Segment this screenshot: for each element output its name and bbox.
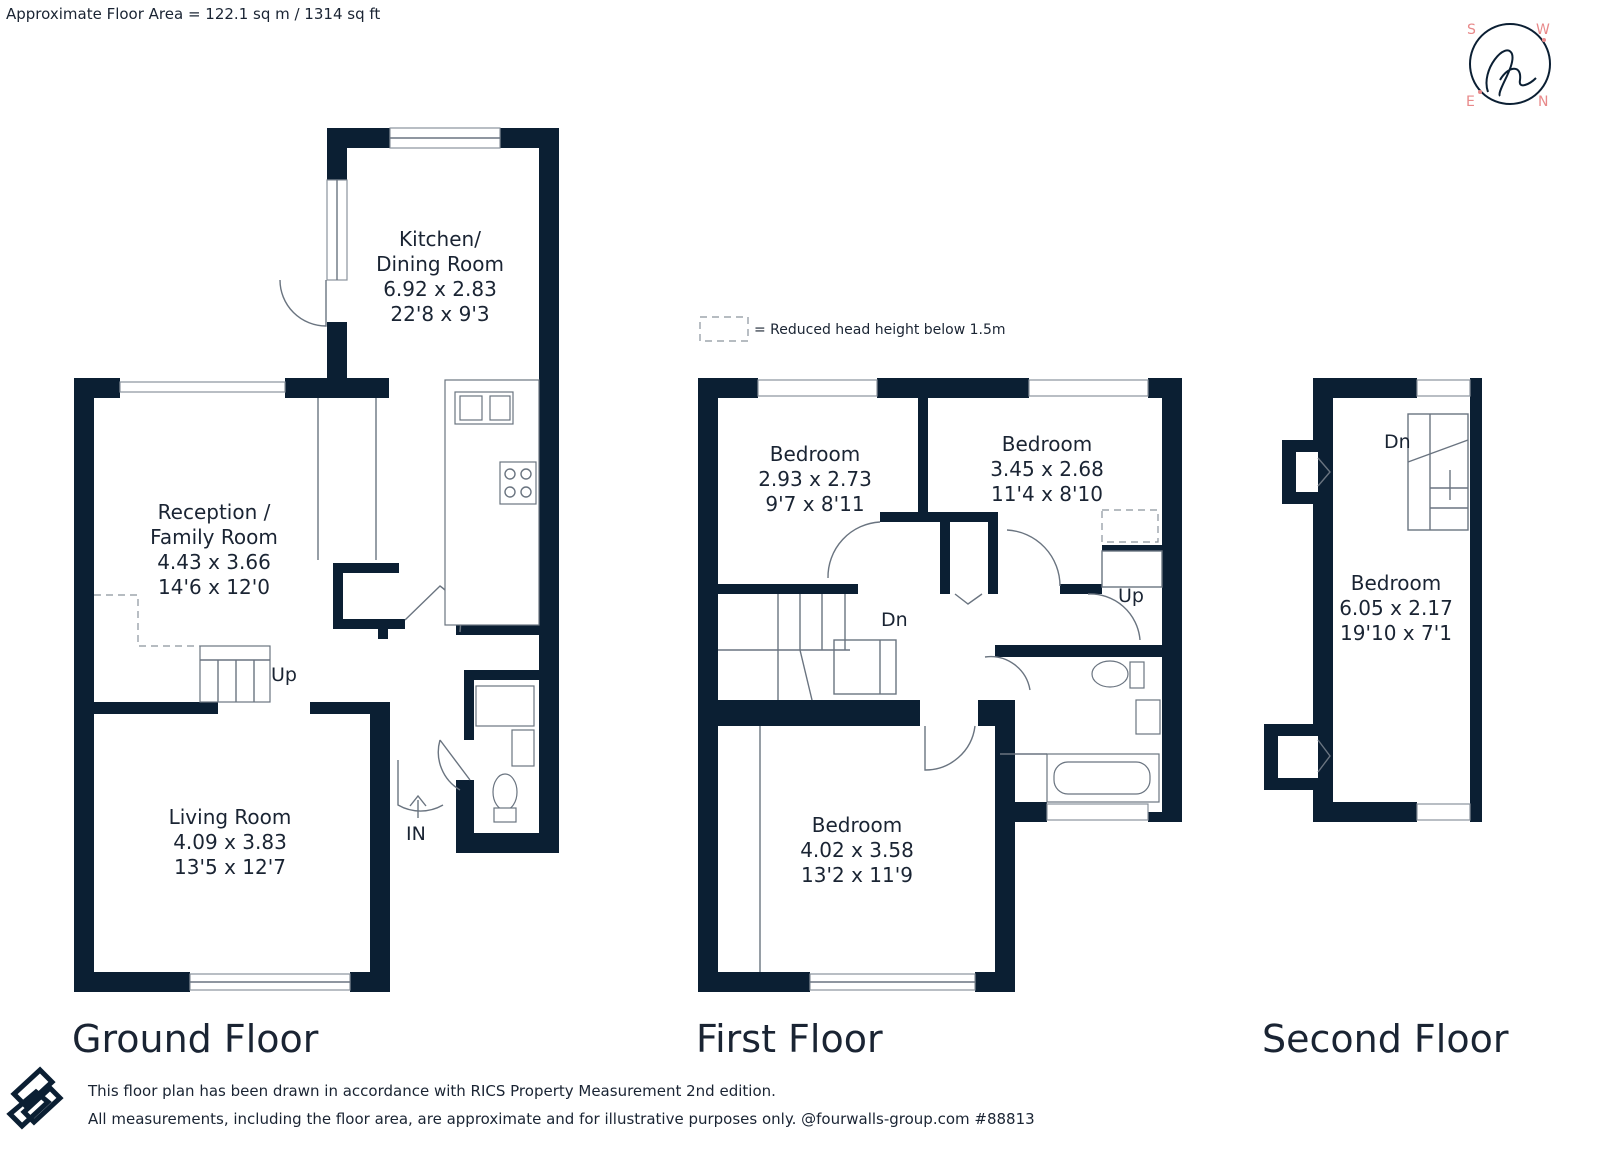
- ff-bedroom2-metric: 3.45 x 2.68: [990, 457, 1104, 481]
- reception-name-1: Reception /: [158, 500, 271, 524]
- kitchen-name-2: Dining Room: [376, 252, 504, 276]
- ff-bedroom1-imperial: 9'7 x 8'11: [765, 492, 864, 516]
- kitchen-imperial: 22'8 x 9'3: [390, 302, 489, 326]
- ff-bedroom2-name: Bedroom: [1002, 432, 1092, 456]
- reduced-height-legend: = Reduced head height below 1.5m: [754, 322, 1006, 338]
- second-floor-plan: [1264, 378, 1482, 822]
- ff-bedroom1-name: Bedroom: [770, 442, 860, 466]
- living-room-imperial: 13'5 x 12'7: [174, 855, 286, 879]
- living-room-metric: 4.09 x 3.83: [173, 830, 287, 854]
- ff-bedroom2-imperial: 11'4 x 8'10: [991, 482, 1103, 506]
- ground-floor-title: Ground Floor: [72, 1017, 319, 1061]
- ff-bedroom3-name: Bedroom: [812, 813, 902, 837]
- compass-e-label: E: [1466, 94, 1475, 110]
- approx-floor-area: Approximate Floor Area = 122.1 sq m / 13…: [6, 5, 380, 23]
- compass-w-label: W: [1536, 22, 1550, 38]
- living-room-name: Living Room: [169, 805, 292, 829]
- entrance-in-label: IN: [406, 823, 426, 845]
- reception-metric: 4.43 x 3.66: [157, 550, 271, 574]
- ground-floor-plan: [74, 127, 559, 992]
- compass-s-label: S: [1467, 22, 1476, 38]
- footer-disclaimer: All measurements, including the floor ar…: [88, 1110, 1035, 1128]
- kitchen-name-1: Kitchen/: [399, 227, 481, 251]
- reception-imperial: 14'6 x 12'0: [158, 575, 270, 599]
- first-floor-plan: [698, 378, 1182, 992]
- ff-bedroom3-metric: 4.02 x 3.58: [800, 838, 914, 862]
- fourwalls-logo-icon: [6, 1066, 64, 1130]
- first-floor-title: First Floor: [696, 1017, 883, 1061]
- ff-bedroom1-metric: 2.93 x 2.73: [758, 467, 872, 491]
- reduced-height-legend-swatch: [699, 316, 749, 342]
- reception-name-2: Family Room: [150, 525, 278, 549]
- compass-n-label: N: [1538, 94, 1548, 110]
- sf-bedroom-metric: 6.05 x 2.17: [1339, 596, 1453, 620]
- kitchen-metric: 6.92 x 2.83: [383, 277, 497, 301]
- footer-rics-note: This floor plan has been drawn in accord…: [87, 1082, 776, 1100]
- ground-stairs-up-label: Up: [271, 664, 297, 686]
- sf-stairs-dn-label: Dn: [1384, 431, 1411, 453]
- sf-bedroom-imperial: 19'10 x 7'1: [1340, 621, 1452, 645]
- compass-logo-icon: [1469, 23, 1551, 105]
- ff-bedroom3-imperial: 13'2 x 11'9: [801, 863, 913, 887]
- ff-stairs-dn-label: Dn: [881, 609, 908, 631]
- second-floor-title: Second Floor: [1262, 1017, 1509, 1061]
- ff-stairs-up-label: Up: [1118, 585, 1144, 607]
- sf-bedroom-name: Bedroom: [1351, 571, 1441, 595]
